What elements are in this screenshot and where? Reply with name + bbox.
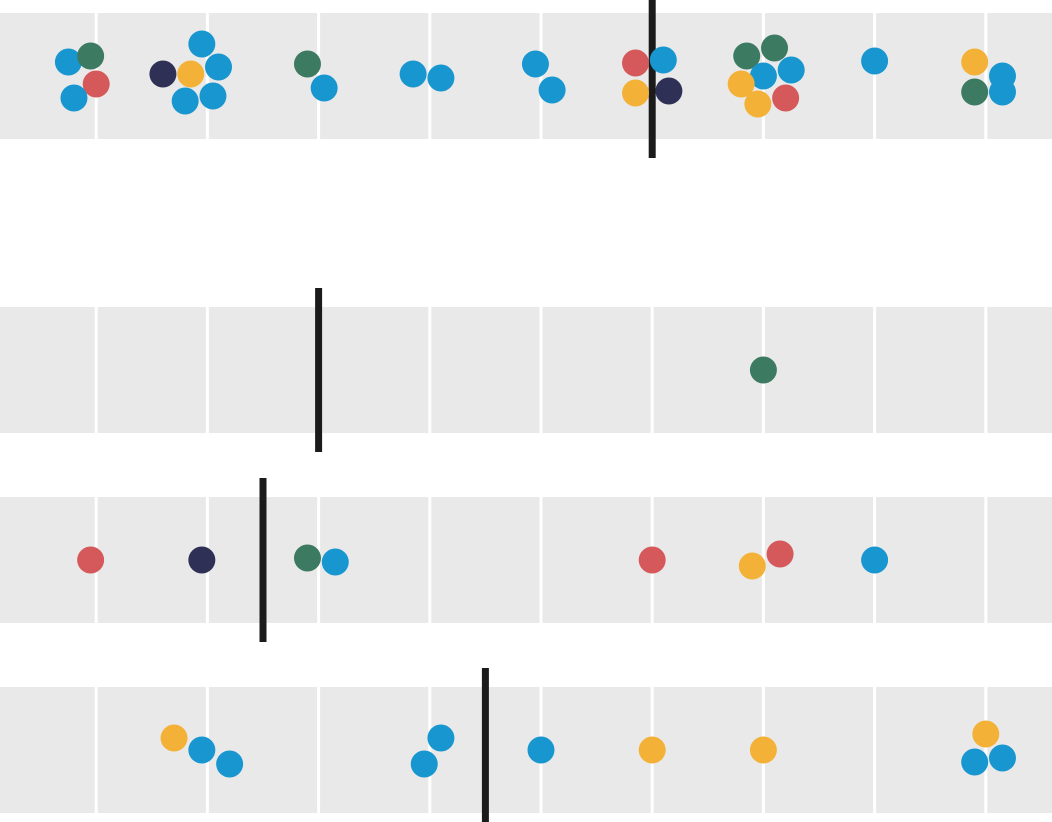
- data-point: [188, 736, 216, 764]
- gridlines: [94, 13, 988, 813]
- data-point: [638, 546, 666, 574]
- data-point: [427, 724, 455, 752]
- data-point: [649, 46, 677, 74]
- data-point: [972, 720, 1000, 748]
- data-point: [310, 74, 338, 102]
- data-point: [77, 42, 105, 70]
- data-point: [410, 750, 438, 778]
- data-point: [321, 548, 349, 576]
- data-point: [216, 750, 244, 778]
- median-markers: [259, 0, 656, 822]
- data-point: [622, 49, 650, 77]
- data-point: [961, 78, 989, 106]
- data-point: [160, 724, 188, 752]
- row-panel-2: [0, 307, 1052, 433]
- data-point: [761, 34, 789, 62]
- data-point: [738, 552, 766, 580]
- data-point: [988, 62, 1016, 90]
- data-point: [427, 64, 455, 92]
- data-point: [54, 48, 82, 76]
- data-point: [293, 544, 321, 572]
- data-point: [205, 53, 233, 81]
- data-point: [293, 50, 321, 78]
- data-point: [77, 546, 105, 574]
- data-point: [527, 736, 555, 764]
- data-point: [655, 77, 683, 105]
- data-point: [772, 84, 800, 112]
- data-point: [199, 82, 227, 110]
- data-point: [961, 48, 989, 76]
- data-point: [188, 546, 216, 574]
- data-points: [54, 30, 1016, 778]
- data-point: [399, 60, 427, 88]
- data-point: [733, 42, 761, 70]
- data-point: [744, 90, 772, 118]
- data-point: [777, 56, 805, 84]
- data-point: [749, 356, 777, 384]
- data-point: [60, 84, 88, 112]
- data-point: [149, 60, 177, 88]
- data-point: [749, 62, 777, 90]
- data-point: [638, 736, 666, 764]
- row-panel-3: [0, 497, 1052, 623]
- data-point: [749, 736, 777, 764]
- data-point: [988, 744, 1016, 772]
- data-point: [961, 748, 989, 776]
- data-point: [177, 60, 205, 88]
- data-point: [766, 540, 794, 568]
- data-point: [861, 47, 889, 75]
- data-point: [861, 546, 889, 574]
- data-point: [82, 70, 110, 98]
- row-panels: [0, 13, 1052, 813]
- row-panel-4: [0, 687, 1052, 813]
- data-point: [538, 76, 566, 104]
- data-point: [521, 50, 549, 78]
- data-point: [171, 87, 199, 115]
- data-point: [727, 70, 755, 98]
- data-point: [622, 79, 650, 107]
- data-point: [188, 30, 216, 58]
